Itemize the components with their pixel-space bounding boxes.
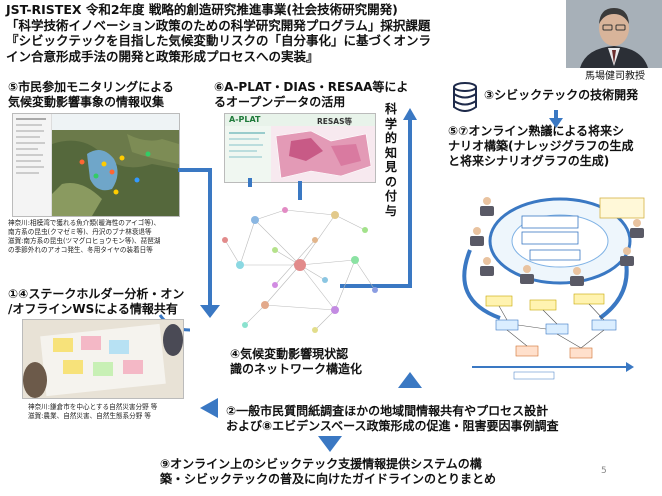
professor-photo xyxy=(566,0,662,68)
database-icon xyxy=(453,82,477,112)
workshop-photo xyxy=(22,319,184,399)
stakeholder-examples-note: 神奈川:鎌倉市を中心とする自然災害分野 等 滋賀:農業、自然災害、自然生態系分野… xyxy=(28,403,158,420)
aplat-resas-screenshot: A-PLAT RESAS等 xyxy=(224,113,376,183)
label-network-structure: ④気候変動影響現状認 識のネットワーク構造化 xyxy=(230,347,363,376)
label-regional-sharing: ②一般市民質問紙調査ほかの地域間情報共有やプロセス設計 および⑧エビデンスベース… xyxy=(226,404,559,433)
professor-name: 馬場健司教授 xyxy=(585,71,645,82)
aplat-logo: A-PLAT xyxy=(229,115,261,124)
label-open-data: ⑥A-PLAT・DIAS・RESAA等によ るオープンデータの活用 xyxy=(214,80,409,109)
resas-label: RESAS等 xyxy=(317,117,353,126)
label-citizen-monitoring: ⑤市民参加モニタリングによる 気候変動影響事象の情報収集 xyxy=(8,80,174,109)
network-graph xyxy=(222,207,378,333)
scenario-graph-diagram xyxy=(466,290,636,382)
slide-number: 5 xyxy=(601,466,607,476)
slide-title: JST-RISTEX 令和2年度 戦略的創造研究推進事業(社会技術研究開発) 「… xyxy=(6,2,432,64)
deliberation-illustration xyxy=(460,186,656,290)
label-support-system: ⑨オンライン上のシビックテック支援情報提供システムの構 築・シビックテックの普及… xyxy=(160,457,497,486)
label-stakeholder-analysis: ①④ステークホルダー分析・オン /オフラインWSによる情報共有 xyxy=(8,287,185,316)
scientific-knowledge-vertical-label: 科学 的知 見の 付与 xyxy=(384,102,397,218)
monitoring-map-screenshot xyxy=(12,113,180,217)
monitoring-examples-note: 神奈川:相模湾で獲れる魚介類(暖海性のアイゴ等)、 南方系の昆虫(クマゼミ等)、… xyxy=(8,219,161,254)
label-online-deliberation: ⑤⑦オンライン熟議による将来シ ナリオ構築(ナレッジグラフの生成 と将来シナリオ… xyxy=(448,124,634,168)
label-civic-tech-dev: ③シビックテックの技術開発 xyxy=(484,88,639,102)
